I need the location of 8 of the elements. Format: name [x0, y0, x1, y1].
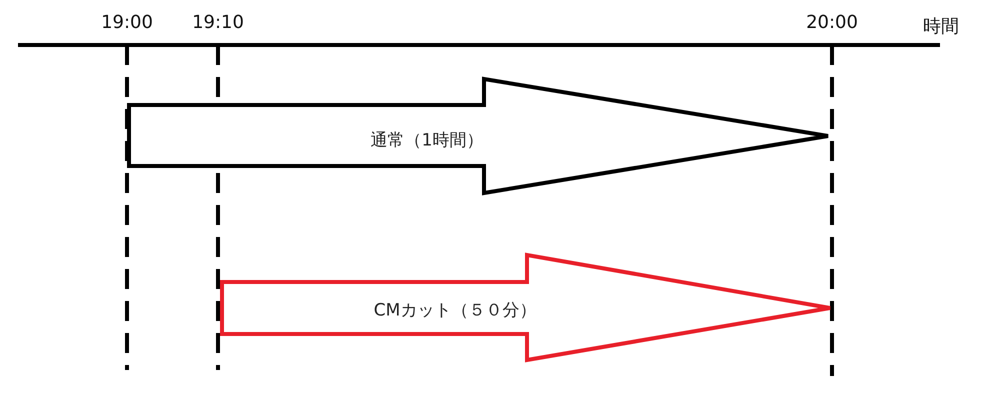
arrow-label: 通常（1時間）	[370, 130, 484, 152]
arrow-label: CMカット（５０分）	[374, 300, 536, 322]
time-label: 19:00	[101, 12, 153, 33]
block-arrow	[127, 77, 830, 195]
time-label: 20:00	[806, 12, 858, 33]
time-label: 19:10	[192, 12, 244, 33]
axis-label: 時間	[923, 15, 959, 38]
block-arrow	[220, 253, 832, 362]
